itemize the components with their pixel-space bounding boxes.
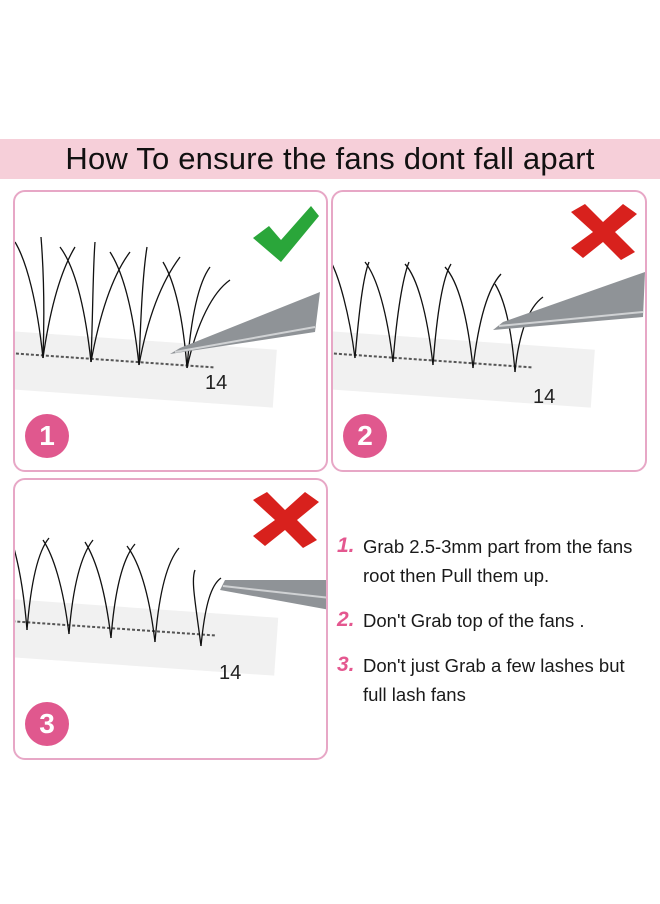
panel-step-3: 14 3	[13, 478, 328, 760]
instruction-item: 1. Grab 2.5-3mm part from the fans root …	[337, 532, 652, 590]
title-banner: How To ensure the fans dont fall apart	[0, 139, 660, 179]
strip-size-label: 14	[533, 386, 556, 408]
strip-size-label: 14	[205, 372, 228, 394]
lash-strip-illustration	[15, 236, 320, 408]
instruction-item: 2. Don't Grab top of the fans .	[337, 606, 652, 635]
instruction-number: 2.	[337, 608, 355, 631]
instruction-number: 1.	[337, 534, 355, 557]
instruction-text: Don't Grab top of the fans .	[363, 610, 585, 631]
cross-icon	[253, 492, 319, 548]
lash-strip-illustration	[333, 261, 645, 408]
step-number-badge: 1	[25, 414, 69, 458]
lash-strip-illustration	[15, 537, 326, 676]
instruction-text: Grab 2.5-3mm part from the fans root the…	[363, 536, 633, 586]
panel-step-1: 14 1	[13, 190, 328, 472]
step-number-badge: 3	[25, 702, 69, 746]
instructions-list: 1. Grab 2.5-3mm part from the fans root …	[337, 532, 652, 725]
strip-size-label: 14	[219, 662, 242, 684]
check-icon	[253, 206, 319, 262]
cross-icon	[571, 204, 637, 260]
panel-step-2: 14 2	[331, 190, 647, 472]
instruction-item: 3. Don't just Grab a few lashes but full…	[337, 651, 652, 709]
instruction-text: Don't just Grab a few lashes but full la…	[363, 655, 625, 705]
step-number-badge: 2	[343, 414, 387, 458]
page-title: How To ensure the fans dont fall apart	[65, 141, 595, 176]
instruction-number: 3.	[337, 653, 355, 676]
